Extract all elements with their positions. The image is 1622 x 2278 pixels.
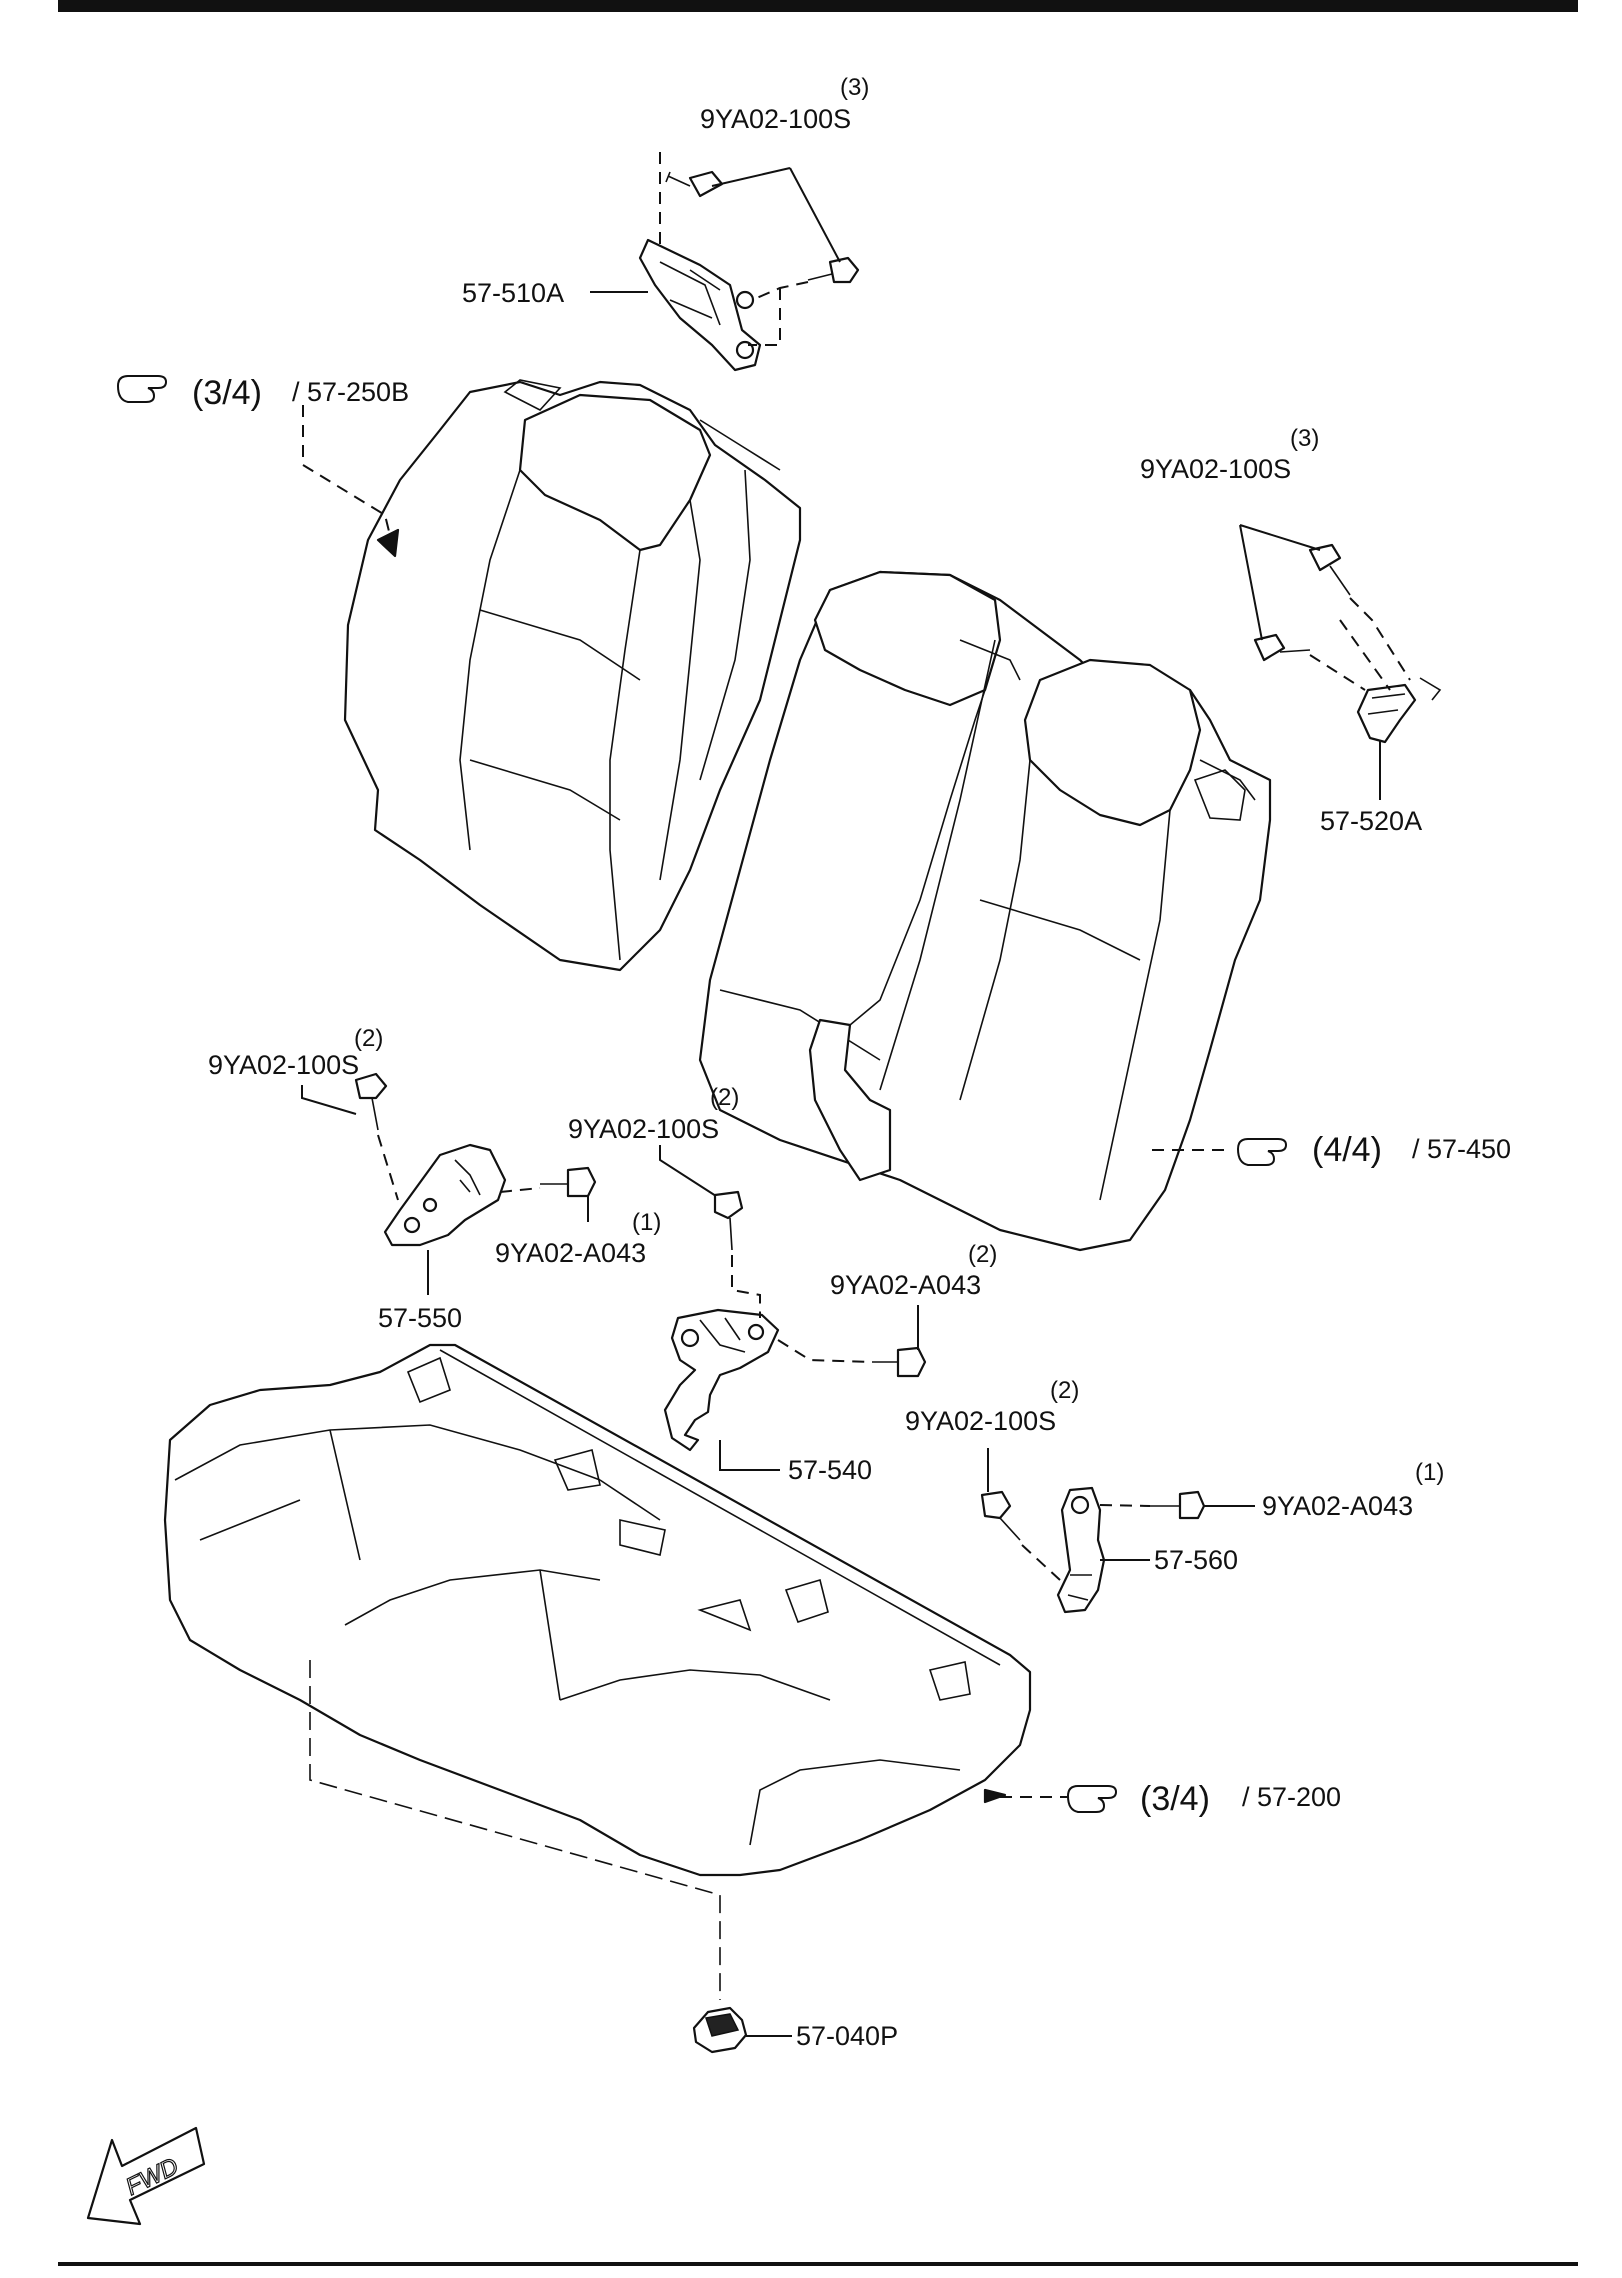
ref-seatback-left: (3/4) <box>192 374 262 412</box>
label-bracket-left-nut: 9YA02-A043 <box>495 1238 646 1268</box>
label-seat-cushion: / 57-200 <box>1242 1782 1341 1812</box>
hinge-bracket-right[interactable] <box>1356 677 1442 744</box>
qty-bracket-left-nut: (1) <box>632 1209 661 1236</box>
label-seatback-right: / 57-450 <box>1412 1134 1511 1164</box>
bolt-right-lower[interactable] <box>980 1490 1021 1541</box>
qty-hinge-top-bolt: (3) <box>840 74 869 101</box>
label-bracket-center: 57-540 <box>788 1455 872 1485</box>
bracket-center[interactable] <box>663 1308 780 1452</box>
qty-bracket-right-bolt: (2) <box>1050 1377 1079 1404</box>
bracket-left[interactable] <box>383 1143 507 1247</box>
qty-hinge-right-bolt: (3) <box>1290 425 1319 452</box>
label-bracket-center-bolt: 9YA02-100S <box>568 1114 719 1144</box>
pointing-hand-icon <box>116 375 168 403</box>
label-seatback-left: / 57-250B <box>292 377 409 407</box>
label-clip: 57-040P <box>796 2021 898 2051</box>
qty-bracket-left-bolt: (2) <box>354 1025 383 1052</box>
pointing-hand-icon <box>1236 1138 1288 1166</box>
pointing-hand-icon <box>1066 1785 1118 1813</box>
label-hinge-top: 57-510A <box>462 278 564 308</box>
nut-right[interactable] <box>1150 1490 1206 1520</box>
qty-bracket-right-nut: (1) <box>1415 1459 1444 1486</box>
clip[interactable] <box>692 2006 748 2054</box>
bolt-top-1[interactable] <box>665 170 724 198</box>
top-border <box>58 0 1578 12</box>
label-bracket-right: 57-560 <box>1154 1545 1238 1575</box>
bottom-border <box>58 2262 1578 2266</box>
bolt-center-top[interactable] <box>713 1190 744 1251</box>
bolt-left-top[interactable] <box>354 1072 388 1131</box>
label-bracket-right-nut: 9YA02-A043 <box>1262 1491 1413 1521</box>
label-bracket-right-bolt: 9YA02-100S <box>905 1406 1056 1436</box>
nut-center[interactable] <box>872 1346 927 1378</box>
fwd-arrow-icon: FWD <box>86 2126 206 2226</box>
bolt-right-2[interactable] <box>1253 633 1311 662</box>
seatback-right[interactable] <box>698 570 1272 1252</box>
bolt-top-2[interactable] <box>807 256 860 284</box>
seat-cushion[interactable] <box>163 1343 1032 1877</box>
label-bracket-center-nut: 9YA02-A043 <box>830 1270 981 1300</box>
nut-left[interactable] <box>540 1166 597 1198</box>
label-hinge-right: 57-520A <box>1320 806 1422 836</box>
ref-seatback-right: (4/4) <box>1312 1131 1382 1169</box>
bracket-right[interactable] <box>1056 1486 1106 1614</box>
label-hinge-right-bolt: 9YA02-100S <box>1140 454 1291 484</box>
label-bracket-left: 57-550 <box>378 1303 462 1333</box>
bolt-right-1[interactable] <box>1308 543 1351 596</box>
qty-bracket-center-bolt: (2) <box>710 1084 739 1111</box>
label-hinge-top-bolt: 9YA02-100S <box>700 104 851 134</box>
hinge-bracket-top[interactable] <box>638 238 762 372</box>
qty-bracket-center-nut: (2) <box>968 1241 997 1268</box>
label-bracket-left-bolt: 9YA02-100S <box>208 1050 359 1080</box>
seatback-left[interactable] <box>343 379 802 972</box>
ref-seat-cushion: (3/4) <box>1140 1780 1210 1818</box>
